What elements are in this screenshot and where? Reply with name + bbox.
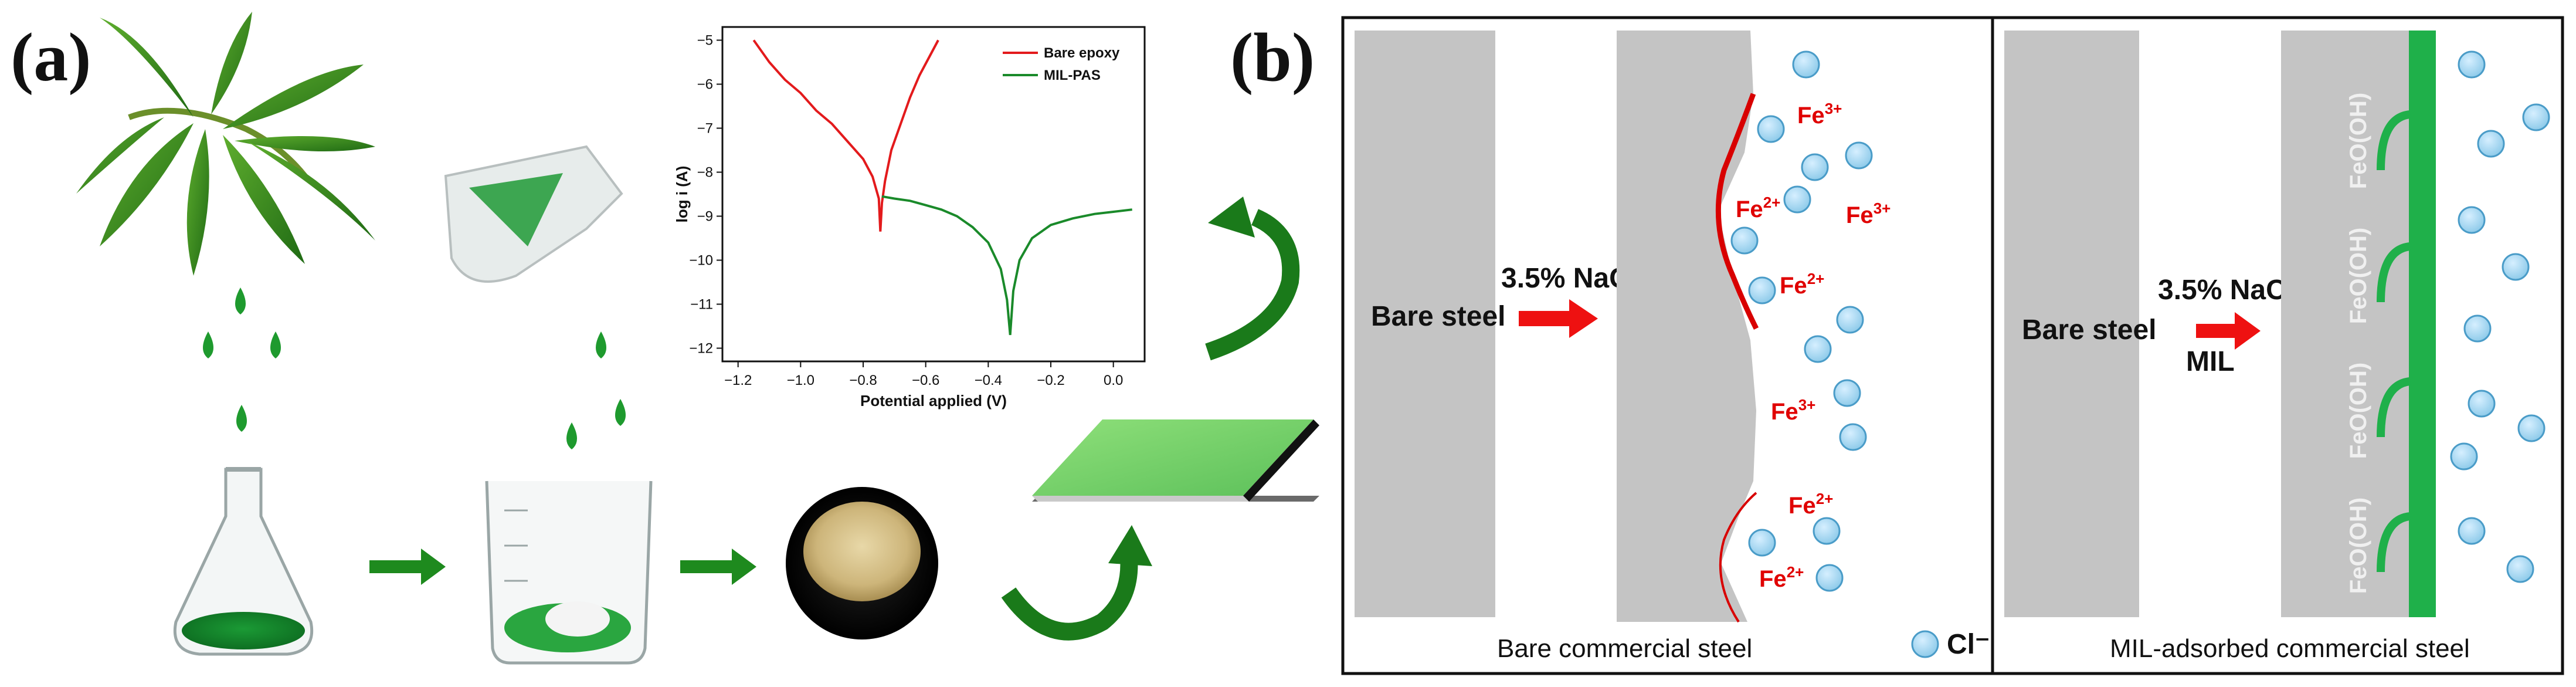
x-tick-label: 0.0 xyxy=(1104,373,1123,388)
chloride-legend-dot xyxy=(1911,630,1939,658)
feooh-label: FeO(OH) xyxy=(2346,498,2371,594)
y-tick-label: −5 xyxy=(697,33,713,49)
curved-arrow-icon xyxy=(1001,525,1152,641)
bare-steel-plate-right xyxy=(2004,31,2139,617)
y-tick-label: −11 xyxy=(690,297,713,313)
powder-dish-icon xyxy=(786,487,938,639)
bare-steel-caption: Bare commercial steel xyxy=(1497,634,1752,663)
beaker-icon xyxy=(485,480,653,665)
iron-ion-label: Fe2+ xyxy=(1788,490,1833,519)
y-tick-label: −9 xyxy=(697,209,713,225)
mango-leaves-icon xyxy=(76,12,375,276)
y-tick-label: −12 xyxy=(689,341,713,357)
mil-steel-box: Bare steel 3.5% NaCl MIL FeO(OH) FeO(OH) F… xyxy=(1991,16,2564,675)
chloride-ions-left xyxy=(1730,50,1873,592)
adsorption-arcs xyxy=(2377,110,2411,573)
mil-arrow-sublabel: MIL xyxy=(2186,346,2235,377)
x-tick-label: −0.8 xyxy=(849,373,877,388)
feooh-label: FeO(OH) xyxy=(2346,363,2371,459)
mil-film xyxy=(2409,31,2436,617)
panel-a-letter: (a) xyxy=(11,19,91,96)
pouring-flask-icon xyxy=(444,145,623,283)
bare-steel-label-right: Bare steel xyxy=(2022,314,2156,346)
red-arrow-icon xyxy=(2196,312,2261,350)
mil-steel-caption: MIL-adsorbed commercial steel xyxy=(2110,634,2470,663)
bare-steel-plate xyxy=(1355,31,1495,617)
iron-ion-label: Fe2+ xyxy=(1780,270,1824,299)
legend-label-mil-pas: MIL-PAS xyxy=(1044,67,1101,83)
y-tick-label: −10 xyxy=(689,253,713,269)
coated-plate-icon xyxy=(1032,419,1319,502)
feooh-label: FeO(OH) xyxy=(2346,93,2371,189)
x-tick-label: −1.0 xyxy=(787,373,814,388)
chart-plot-area xyxy=(721,26,1146,363)
erlenmeyer-flask-icon xyxy=(173,467,314,656)
y-tick-label: −6 xyxy=(697,77,713,93)
chloride-ions-right xyxy=(2450,50,2550,583)
x-tick-label: −0.2 xyxy=(1037,373,1064,388)
chart-y-axis-title: log i (A) xyxy=(673,166,691,223)
bare-steel-label: Bare steel xyxy=(1371,301,1505,332)
chart-x-axis-title: Potential applied (V) xyxy=(860,392,1007,410)
feooh-label: FeO(OH) xyxy=(2346,228,2371,324)
series-line-mil-pas xyxy=(881,195,1132,336)
curved-arrow-icon xyxy=(1205,197,1300,361)
series-line-bare-epoxy xyxy=(752,39,939,232)
x-tick-label: −1.2 xyxy=(724,373,752,388)
y-tick-label: −7 xyxy=(697,121,713,137)
arrow-right-icon xyxy=(680,549,756,585)
y-tick-label: −8 xyxy=(697,165,713,181)
chloride-legend-label: Cl⁻ xyxy=(1947,629,1990,660)
legend-label-bare-epoxy: Bare epoxy xyxy=(1044,45,1120,61)
x-tick-label: −0.6 xyxy=(912,373,939,388)
tafel-chart: −1.2 −1.0 −0.8 −0.6 −0.4 −0.2 0.0 −5 −6 −7 −8 −9 −10… xyxy=(673,26,1146,410)
nacl-arrow-label: 3.5% NaCl xyxy=(1501,263,1637,294)
red-arrow-icon xyxy=(1519,299,1598,338)
chart-legend: Bare epoxy MIL-PAS xyxy=(1003,45,1120,83)
corrosion-pit-top xyxy=(1715,93,1759,330)
corrosion-pit-bottom xyxy=(1719,492,1757,623)
arrow-right-icon xyxy=(369,549,446,585)
x-tick-label: −0.4 xyxy=(975,373,1002,388)
nacl-arrow-label-right: 3.5% NaCl xyxy=(2158,275,2294,306)
iron-ion-label: Fe3+ xyxy=(1771,396,1815,425)
panel-b-letter: (b) xyxy=(1230,19,1315,96)
chloride-legend: Cl⁻ xyxy=(1911,629,1990,660)
